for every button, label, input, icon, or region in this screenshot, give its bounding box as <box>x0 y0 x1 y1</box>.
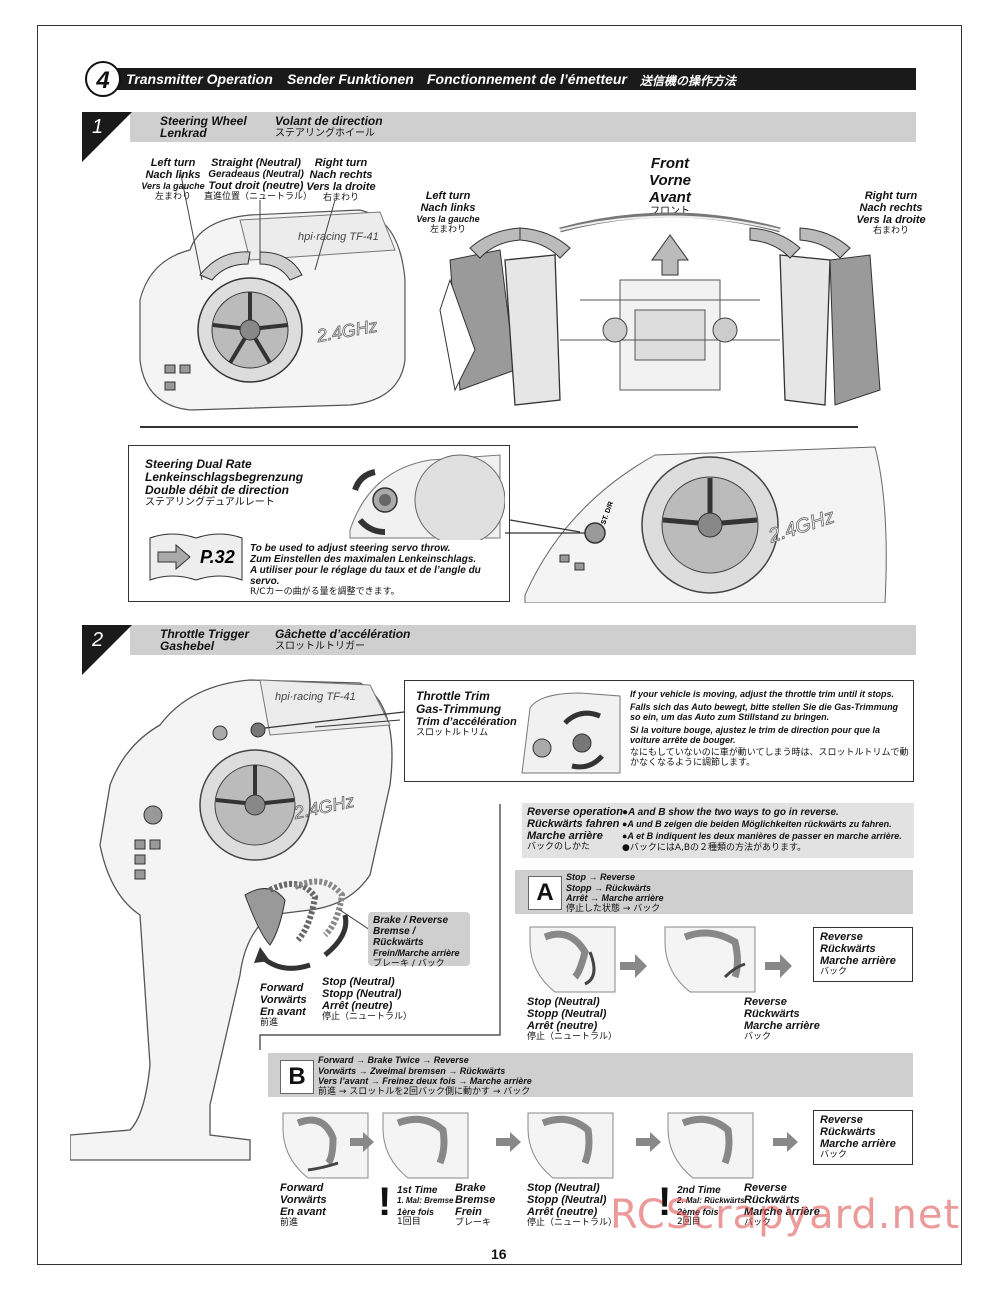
method-a-result: Reverse Rückwärts Marche arrière バック <box>813 927 913 982</box>
step1-title-fr: Volant de direction <box>275 114 383 128</box>
method-b-brake: Brake Bremse Frein ブレーキ <box>455 1182 496 1228</box>
method-b-letter: B <box>280 1060 314 1094</box>
section-banner: Transmitter Operation Sender Funktionen … <box>112 68 916 90</box>
reverse-operation-title: Reverse operation Rückwärts fahren March… <box>527 806 623 852</box>
dual-rate-desc: To be used to adjust steering servo thro… <box>250 543 481 597</box>
method-a-reverse: Reverse Rückwärts Marche arrière バック <box>744 996 820 1042</box>
step2-number-flag <box>82 625 132 675</box>
throttle-trim-closeup <box>521 692 621 774</box>
step1-header <box>130 112 916 142</box>
step2-title-en: Throttle Trigger <box>160 627 250 641</box>
method-a-diagram <box>529 926 792 993</box>
transmitter-throttle-illustration: hpi·racing TF-41 2.4GHz <box>70 679 401 1161</box>
dual-rate-title: Steering Dual Rate Lenkeinschlagsbegrenz… <box>145 457 304 509</box>
method-b-second: 2nd Time 2. Mal: Rückwärts 2ème fois 2回目 <box>677 1185 745 1227</box>
step1-number-flag <box>82 112 132 162</box>
step2-title-de: Gashebel <box>160 639 215 653</box>
method-a-letter: A <box>528 876 562 910</box>
watermark: RCScrapyard.net <box>610 1192 961 1238</box>
wheel-right-label: Right turn Nach rechts Vers la droite 右ま… <box>306 157 376 203</box>
section-title-en: Transmitter Operation <box>126 71 273 87</box>
car-left-label: Left turn Nach links Vers la gauche 左まわり <box>416 190 480 235</box>
method-b-forward: Forward Vorwärts En avant 前進 <box>280 1182 327 1228</box>
first-time-exclaim-icon: ! <box>378 1180 392 1224</box>
wheel-left-label: Left turn Nach links Vers la gauche 左まわり <box>141 157 205 202</box>
divider <box>140 426 858 428</box>
method-b-reverse: Reverse Rückwärts Marche arrière バック <box>744 1182 820 1228</box>
second-time-exclaim-icon: ! <box>658 1180 672 1224</box>
reverse-operation-lines: ●A and B show the two ways to go in reve… <box>622 807 902 853</box>
throttle-trim-box <box>404 680 914 782</box>
step1-number: 1 <box>92 116 104 138</box>
method-b-steps: Forward → Brake Twice → Reverse Vorwärts… <box>318 1055 532 1097</box>
step2-title-jp: スロットルトリガー <box>275 641 365 652</box>
stop-neutral-label: Stop (Neutral) Stopp (Neutral) Arrêt (ne… <box>322 976 413 1022</box>
transmitter-steering-illustration: hpi·racing TF-41 2.4GHz <box>139 169 406 411</box>
page-frame <box>37 25 962 1265</box>
step1-title-de: Lenkrad <box>160 126 207 140</box>
step1-title-en: Steering Wheel <box>160 114 247 128</box>
forward-label: Forward Vorwärts En avant 前進 <box>260 982 307 1028</box>
method-a-header <box>515 870 913 914</box>
section-title-de: Sender Funktionen <box>287 71 414 87</box>
section-title-jp: 送信機の操作方法 <box>640 74 737 88</box>
page-ref-text: P.32 <box>200 547 235 567</box>
page-reference-icon: P.32 <box>149 533 243 581</box>
method-a-steps: Stop → Reverse Stopp → Rückwärts Arrêt →… <box>566 872 664 914</box>
method-b-header <box>268 1053 913 1097</box>
throttle-trim-desc: If your vehicle is moving, adjust the th… <box>630 689 909 768</box>
brake-reverse-label: Brake / Reverse Bremse / Rückwärts Frein… <box>368 912 470 969</box>
step2-number: 2 <box>92 629 104 651</box>
page-number: 16 <box>491 1246 507 1262</box>
section-number: 4 <box>85 61 121 97</box>
step2-header <box>130 625 916 655</box>
method-a-stop: Stop (Neutral) Stopp (Neutral) Arrêt (ne… <box>527 996 618 1042</box>
step2-title-fr: Gâchette d’accélération <box>275 627 411 641</box>
step1-title-jp: ステアリングホイール <box>275 128 375 139</box>
front-label: Front Vorne Avant フロント <box>649 155 691 217</box>
wheel-straight-label: Straight (Neutral) Geradeaus (Neutral) T… <box>204 157 313 202</box>
reverse-operation-box <box>522 803 914 858</box>
method-b-result: Reverse Rückwärts Marche arrière バック <box>813 1110 913 1165</box>
dual-rate-closeup <box>349 454 505 540</box>
method-b-first: 1st Time 1. Mal: Bremse 1ère fois 1回目 <box>397 1185 454 1227</box>
throttle-trim-title: Throttle Trim Gas-Trimmung Trim d’accélé… <box>416 689 517 739</box>
method-b-diagram <box>282 1112 798 1179</box>
section-title-fr: Fonctionnement de l’émetteur <box>427 71 627 87</box>
transmitter-dual-rate-illustration: ST. D/R 2.4GHz <box>505 446 887 603</box>
car-right-label: Right turn Nach rechts Vers la droite 右ま… <box>856 190 926 236</box>
brand-text-big: hpi·racing TF-41 <box>275 691 356 703</box>
method-b-stop: Stop (Neutral) Stopp (Neutral) Arrêt (ne… <box>527 1182 618 1228</box>
brand-text-top: hpi·racing TF-41 <box>298 231 379 243</box>
car-front-illustration <box>439 212 881 406</box>
